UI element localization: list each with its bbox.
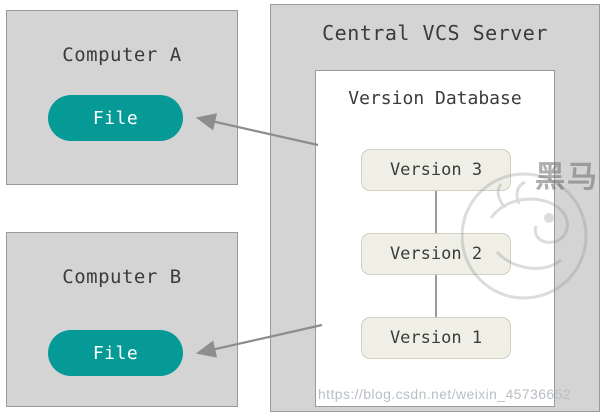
panel-computer-a-title: Computer A — [62, 44, 182, 66]
version-database-box: Version Database Version 3 Version 2 Ver… — [315, 70, 555, 407]
panel-central-vcs-server-title: Central VCS Server — [322, 21, 548, 45]
file-node-computer-b: File — [48, 330, 183, 376]
version-node-2: Version 2 — [361, 233, 511, 275]
connector-version2-version1 — [435, 275, 437, 317]
file-node-computer-a: File — [48, 95, 183, 141]
panel-computer-b-title: Computer B — [62, 266, 182, 288]
version-database-title: Version Database — [348, 88, 522, 109]
connector-version3-version2 — [435, 191, 437, 233]
panel-computer-b: Computer B — [6, 232, 238, 407]
version-node-1: Version 1 — [361, 317, 511, 359]
panel-computer-a: Computer A — [6, 10, 238, 185]
version-node-3: Version 3 — [361, 149, 511, 191]
